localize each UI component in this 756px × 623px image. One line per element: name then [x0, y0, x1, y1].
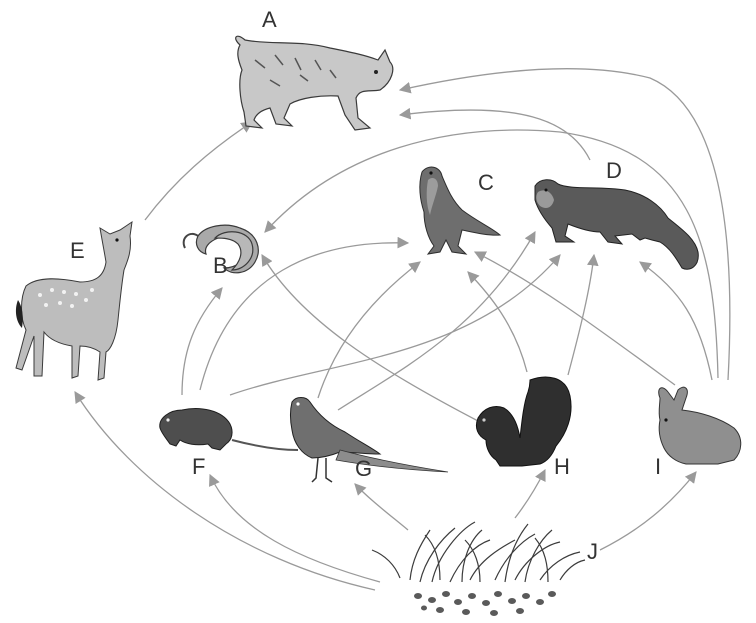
- label-h: H: [554, 454, 570, 479]
- squirrel-illustration: [476, 377, 571, 466]
- label-c: C: [478, 170, 494, 195]
- rabbit-illustration: [659, 387, 741, 464]
- label-a: A: [262, 7, 277, 32]
- arrow-h-to-b: [262, 255, 480, 422]
- rat-illustration: [160, 409, 298, 450]
- arrow-j-to-i: [600, 472, 696, 550]
- lynx-illustration: [236, 36, 393, 130]
- arrow-f-to-b: [182, 288, 222, 395]
- arrow-j-to-h: [515, 470, 545, 518]
- label-f: F: [192, 454, 205, 479]
- arrow-j-to-g: [355, 484, 408, 530]
- label-b: B: [213, 253, 228, 278]
- arrow-d-to-a: [400, 110, 590, 160]
- arrow-h-to-d: [568, 255, 594, 375]
- arrow-i-to-d: [640, 262, 712, 380]
- arrow-i-to-b: [265, 130, 718, 378]
- arrow-e-to-a: [145, 122, 252, 220]
- label-i: I: [655, 454, 661, 479]
- arrow-g-to-c: [318, 262, 420, 398]
- label-d: D: [606, 158, 622, 183]
- arrow-f-to-c: [200, 243, 408, 390]
- label-e: E: [70, 238, 85, 263]
- arrows: [75, 69, 730, 590]
- grass-and-seeds-illustration: [372, 522, 585, 616]
- label-j: J: [587, 539, 598, 564]
- label-g: G: [355, 456, 372, 481]
